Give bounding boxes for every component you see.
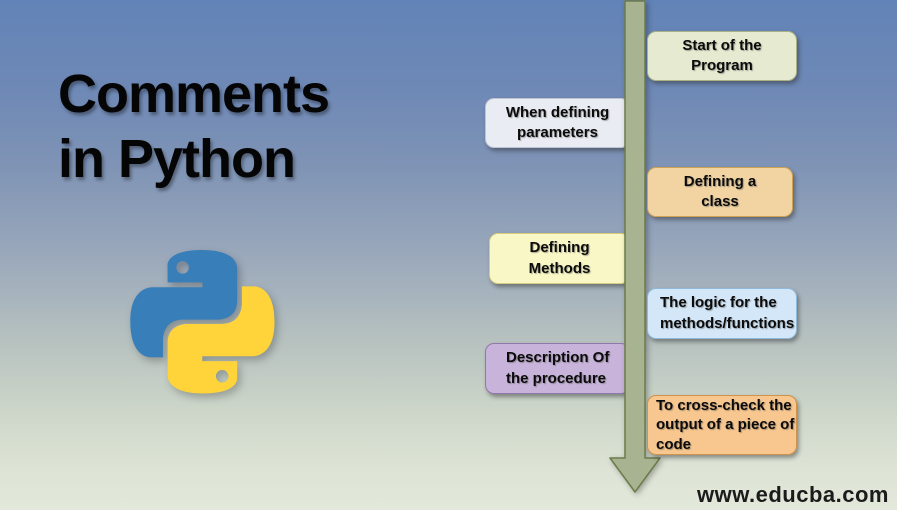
timeline-box-description-of-procedure: Description Of the procedure: [485, 343, 630, 394]
timeline-box-when-defining-parameters: When defining parameters: [485, 98, 630, 148]
down-arrow-shape: [609, 0, 661, 493]
watermark: www.educba.com: [696, 482, 889, 507]
timeline-box-label: Description Of the procedure: [506, 349, 610, 387]
timeline-box-label: Start of the Program: [682, 36, 762, 74]
python-logo-blue-snake: [130, 250, 238, 358]
timeline-box-label: The logic for the methods/functions: [660, 294, 795, 332]
timeline-box-label: Defining Methods: [528, 239, 591, 277]
python-logo-icon: [130, 250, 275, 394]
timeline-arrow-icon: [609, 0, 661, 493]
timeline-box-label: To cross-check the output of a piece of …: [656, 397, 795, 453]
timeline-box-label: When defining parameters: [505, 103, 610, 141]
timeline-box-logic-for-methods: The logic for the methods/functions: [647, 288, 797, 339]
timeline-box-start-of-program: Start of the Program: [647, 31, 797, 81]
timeline-box-cross-check-output: To cross-check the output of a piece of …: [647, 395, 797, 455]
timeline-box-label: Defining a class: [683, 172, 757, 210]
timeline-box-defining-methods: Defining Methods: [489, 233, 630, 284]
page-title: Comments in Python: [58, 64, 330, 189]
python-logo-yellow-snake: [167, 286, 275, 394]
timeline-box-defining-a-class: Defining a class: [647, 167, 793, 217]
